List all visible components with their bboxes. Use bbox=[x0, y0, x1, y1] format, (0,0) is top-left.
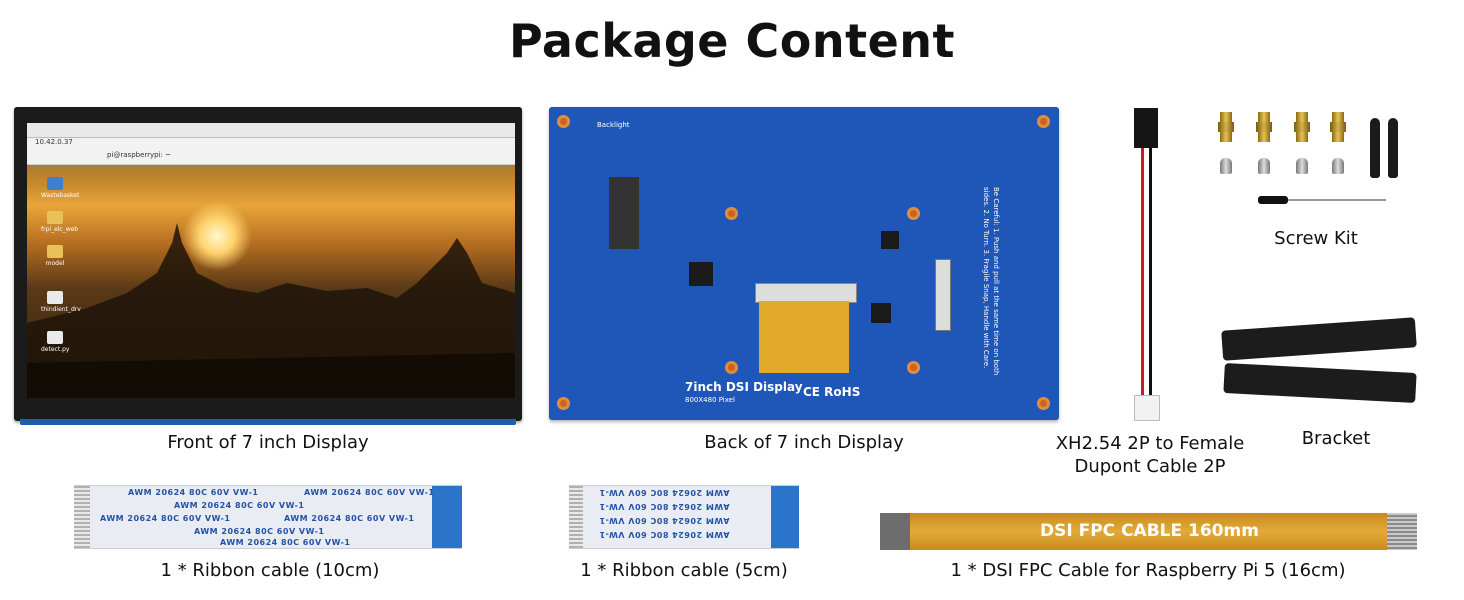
fpc-contact-end bbox=[1387, 513, 1417, 550]
brass-standoff bbox=[1218, 112, 1234, 142]
wastebasket-icon: Wastebasket bbox=[41, 177, 79, 199]
ip-text: 10.42.0.37 bbox=[35, 138, 73, 146]
drive-icon: thindient_drv bbox=[41, 291, 81, 313]
ribbon-print: AWM 20624 80C 60V VW-1 bbox=[128, 488, 259, 497]
back-display-caption: Back of 7 inch Display bbox=[704, 432, 904, 453]
dupont-cable-image bbox=[1120, 105, 1180, 425]
ribbon-10cm-caption: 1 * Ribbon cable (10cm) bbox=[160, 560, 380, 581]
bracket-image bbox=[1221, 317, 1422, 418]
ribbon-print: AWM 20624 80C 60V VW-1 bbox=[304, 488, 435, 497]
xh-connector bbox=[1134, 395, 1160, 421]
fpc-contact-end bbox=[880, 513, 910, 550]
board-subtitle: 800X480 Pixel bbox=[685, 396, 735, 404]
sunset-sun bbox=[182, 201, 252, 271]
ribbon-stiffener bbox=[432, 486, 462, 548]
ribbon-print: AWM 20624 80C 60V VW-1 bbox=[220, 538, 351, 547]
bracket-piece bbox=[1223, 362, 1417, 404]
ribbon-cable-5cm-image: AWM 20624 80C 60V VW-1 AWM 20624 80C 60V… bbox=[569, 485, 799, 549]
dupont-caption-line1: XH2.54 2P to Female bbox=[1055, 433, 1245, 454]
ribbon-print: AWM 20624 80C 60V VW-1 bbox=[599, 502, 730, 511]
ribbon-print: AWM 20624 80C 60V VW-1 bbox=[100, 514, 231, 523]
nylon-screw bbox=[1388, 118, 1398, 178]
ic-chip bbox=[881, 231, 899, 249]
bracket-caption: Bracket bbox=[1301, 428, 1371, 449]
front-display-caption: Front of 7 inch Display bbox=[167, 432, 369, 453]
ic-chip bbox=[689, 262, 713, 286]
mount-hole bbox=[907, 207, 920, 220]
brass-standoff bbox=[1256, 112, 1272, 142]
dupont-caption-line2: Dupont Cable 2P bbox=[1074, 456, 1226, 477]
ribbon-stiffener bbox=[771, 486, 799, 548]
folder-icon: model bbox=[41, 245, 69, 267]
backlight-label: Backlight bbox=[597, 121, 630, 129]
cert-marks: CE RoHS bbox=[803, 385, 861, 399]
ribbon-print: AWM 20624 80C 60V VW-1 bbox=[599, 530, 730, 539]
mount-hole bbox=[1037, 397, 1050, 410]
mount-hole bbox=[557, 115, 570, 128]
dsi-fpc-cable-image: DSI FPC CABLE 160mm bbox=[880, 513, 1417, 550]
fpc-print: DSI FPC CABLE 160mm bbox=[1040, 521, 1259, 541]
board-title: 7inch DSI Display bbox=[685, 380, 803, 394]
mount-hole bbox=[725, 361, 738, 374]
screw bbox=[1258, 158, 1270, 174]
nylon-screw bbox=[1370, 118, 1380, 178]
brass-standoff bbox=[1330, 112, 1346, 142]
screw bbox=[1296, 158, 1308, 174]
ribbon-contacts bbox=[74, 486, 90, 548]
taskbar: 10.42.0.37 pi@raspberrypi: ~ bbox=[27, 138, 515, 165]
brass-standoff bbox=[1294, 112, 1310, 142]
screw-kit-caption: Screw Kit bbox=[1274, 228, 1358, 249]
mount-hole bbox=[557, 397, 570, 410]
screw-kit-image bbox=[1210, 108, 1400, 218]
back-display-image: Backlight 7inch DSI Display 800X480 Pixe… bbox=[549, 107, 1059, 420]
red-wire bbox=[1141, 148, 1144, 398]
ribbon-print: AWM 20624 80C 60V VW-1 bbox=[174, 501, 305, 510]
page-title: Package Content bbox=[508, 14, 956, 68]
folder-icon: frpi_elc_web bbox=[41, 211, 78, 233]
ribbon-print: AWM 20624 80C 60V VW-1 bbox=[194, 527, 325, 536]
ribbon-contacts bbox=[569, 486, 583, 548]
dupont-housing bbox=[1134, 108, 1158, 148]
mount-hole bbox=[907, 361, 920, 374]
display-base-edge bbox=[20, 419, 516, 425]
dsi-fpc-caption: 1 * DSI FPC Cable for Raspberry Pi 5 (16… bbox=[950, 560, 1346, 581]
bracket-piece bbox=[1221, 317, 1417, 361]
screwdriver-shaft bbox=[1288, 199, 1386, 201]
dsi-connector bbox=[935, 259, 951, 331]
ic-chip bbox=[871, 303, 891, 323]
mount-hole bbox=[1037, 115, 1050, 128]
display-screen: 10.42.0.37 pi@raspberrypi: ~ Wastebasket… bbox=[27, 123, 515, 398]
file-icon: detect.py bbox=[41, 331, 69, 353]
black-wire bbox=[1149, 148, 1152, 398]
front-display-image: 10.42.0.37 pi@raspberrypi: ~ Wastebasket… bbox=[14, 107, 522, 425]
ribbon-5cm-caption: 1 * Ribbon cable (5cm) bbox=[580, 560, 788, 581]
browser-menubar bbox=[27, 123, 515, 138]
mount-hole bbox=[725, 207, 738, 220]
panel-fpc-connector bbox=[755, 283, 857, 303]
screw bbox=[1220, 158, 1232, 174]
temple-silhouette bbox=[27, 223, 515, 398]
ribbon-print: AWM 20624 80C 60V VW-1 bbox=[284, 514, 415, 523]
terminal-tab-text: pi@raspberrypi: ~ bbox=[107, 151, 172, 159]
ribbon-print: AWM 20624 80C 60V VW-1 bbox=[599, 488, 730, 497]
battery-connector bbox=[609, 177, 639, 249]
screwdriver-handle bbox=[1258, 196, 1288, 204]
ribbon-print: AWM 20624 80C 60V VW-1 bbox=[599, 516, 730, 525]
screw bbox=[1332, 158, 1344, 174]
ribbon-cable-10cm-image: AWM 20624 80C 60V VW-1 AWM 20624 80C 60V… bbox=[74, 485, 462, 549]
warning-text: Be Careful: 1. Push and pull at the same… bbox=[982, 187, 1000, 376]
panel-fpc-flex bbox=[759, 301, 849, 373]
